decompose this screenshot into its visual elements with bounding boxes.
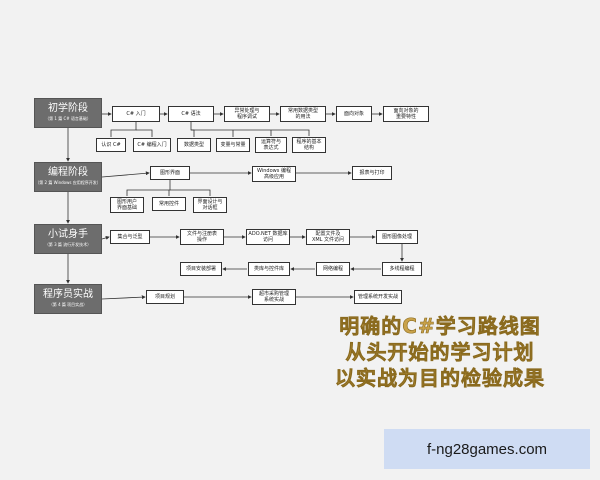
node-gui: 图形界面 xyxy=(150,166,190,180)
headline-line-3: 以实战为目的检验成果 xyxy=(335,366,545,391)
branch-line xyxy=(170,189,211,196)
node-reports-printing: 报表与打印 xyxy=(352,166,392,180)
stage-practice: 小试身手 （第 3 篇 流行开发技术） xyxy=(34,224,102,254)
node-csharp-syntax: C# 语法 xyxy=(168,106,214,122)
stage-beginner: 初学阶段 （第 1 篇 C# 语言基础） xyxy=(34,98,102,128)
branch-line xyxy=(136,129,153,137)
node-adonet: ADO.NET 数据库 访问 xyxy=(246,229,290,245)
stage-programming: 编程阶段 （第 2 篇 Windows 应用程序开发） xyxy=(34,162,102,192)
stage3-arrow xyxy=(101,235,110,240)
stage-subtitle: （第 4 篇 项目实战） xyxy=(48,302,88,307)
node-supermarket-system: 超市采购管理 系统实战 xyxy=(252,289,296,305)
branch-line xyxy=(110,122,137,137)
headline-line-1: 明确的C#学习路线图 xyxy=(339,314,541,339)
node-oop-features: 面向对象的 重要特性 xyxy=(383,106,429,122)
stage-title: 初学阶段 xyxy=(48,103,88,114)
node-collections-generics: 集合与泛型 xyxy=(110,230,150,244)
node-windows-advanced: Windows 编程 高级应用 xyxy=(252,166,296,182)
node-know-csharp: 认识 C# xyxy=(96,138,126,152)
node-file-registry: 文件与注册表 操作 xyxy=(180,229,224,245)
branch-line xyxy=(190,122,195,137)
stage-title: 小试身手 xyxy=(48,229,88,240)
node-variables-constants: 变量与常量 xyxy=(216,138,250,152)
branch-line xyxy=(191,129,310,136)
node-multithreading: 多线程编程 xyxy=(382,262,422,276)
node-program-structure: 程序的基本 结构 xyxy=(292,137,326,153)
node-config-xml: 配置文件及 XML 文件访问 xyxy=(306,229,350,245)
node-csharp-intro: C# 入门 xyxy=(112,106,160,122)
stage-title: 程序员实战 xyxy=(43,289,93,300)
node-ui-dialogs: 界面设计与 对话框 xyxy=(193,197,227,213)
node-oop: 面向对象 xyxy=(336,106,372,122)
node-common-datatypes: 常用数据类型 的用法 xyxy=(280,106,326,122)
node-csharp-programming-intro: C# 编程入门 xyxy=(133,138,171,152)
stage-title: 编程阶段 xyxy=(48,167,88,178)
stage-subtitle: （第 3 篇 流行开发技术） xyxy=(44,242,92,247)
stage-subtitle: （第 2 篇 Windows 应用程序开发） xyxy=(35,180,101,185)
node-class-control-lib: 类库与控件库 xyxy=(248,262,290,276)
watermark-banner: f-ng28games.com xyxy=(384,429,590,469)
node-install-deploy: 项目安装部署 xyxy=(180,262,222,276)
node-operators-expressions: 运算符与 表达式 xyxy=(255,137,287,153)
stage2-arrow xyxy=(101,171,150,178)
stage4-arrow xyxy=(101,295,146,300)
node-project-planning: 项目规划 xyxy=(146,290,184,304)
node-common-controls: 常用控件 xyxy=(152,197,186,211)
node-management-system: 管理系统开发实战 xyxy=(354,290,402,304)
node-graphics-image: 图形图像处理 xyxy=(376,230,418,244)
stage-project-combat: 程序员实战 （第 4 篇 项目实战） xyxy=(34,284,102,314)
node-exception-debug: 异常处理与 程序调试 xyxy=(224,106,270,122)
branch-line xyxy=(126,180,171,196)
node-network: 网络编程 xyxy=(316,262,350,276)
headline-line-2: 从头开始的学习计划 xyxy=(345,340,535,365)
stage-subtitle: （第 1 篇 C# 语言基础） xyxy=(45,116,91,121)
node-gui-basics: 图形用户 界面基础 xyxy=(110,197,144,213)
node-data-types: 数据类型 xyxy=(177,138,211,152)
